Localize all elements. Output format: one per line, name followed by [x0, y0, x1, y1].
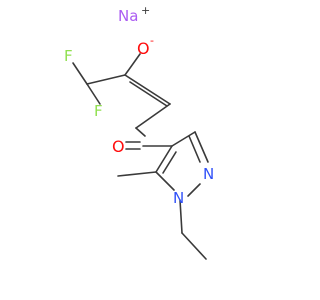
bond-c2-o: [124, 53, 141, 76]
bond-c2-c3-double: [129, 81, 168, 107]
bond-chf2-c2: [86, 74, 126, 85]
ring-c3-n2: [194, 131, 209, 163]
bonds: [72, 53, 209, 260]
atom-fluorine-bottom: F: [94, 102, 103, 120]
ring-c5-c4: [155, 145, 173, 173]
ring-c5-c4-double: [162, 151, 177, 174]
atom-oxygen-enolate: O: [137, 39, 150, 58]
atom-nitrogen-ethyl: N: [173, 189, 184, 207]
atom-oxygen-enolate-charge: -: [150, 34, 154, 47]
bond-c3-c4-b: [135, 127, 146, 137]
atom-nitrogen-ring: N: [203, 165, 214, 183]
ring-n2-n1: [187, 183, 201, 197]
ring-c3-n2-double: [188, 135, 201, 163]
atom-sodium-charge: +: [141, 4, 150, 17]
bond-n1-ch2: [179, 199, 183, 234]
atom-labels: Na + O - F F O N N: [64, 4, 214, 207]
bond-ch2-ch3: [181, 232, 207, 260]
bond-cf-top: [72, 62, 88, 85]
ring-n1-c5: [155, 171, 175, 191]
molecule-diagram: Na + O - F F O N N: [64, 4, 214, 260]
atom-fluorine-top: F: [64, 47, 73, 65]
atom-sodium: Na: [118, 7, 138, 25]
atom-oxygen-ketone: O: [112, 137, 125, 156]
ring-c4-c3: [171, 131, 196, 147]
bond-c3-c4: [135, 103, 171, 129]
bond-cf-bottom: [86, 83, 101, 105]
bond-c5-methyl: [117, 171, 157, 177]
bond-c2-c3: [124, 74, 171, 105]
